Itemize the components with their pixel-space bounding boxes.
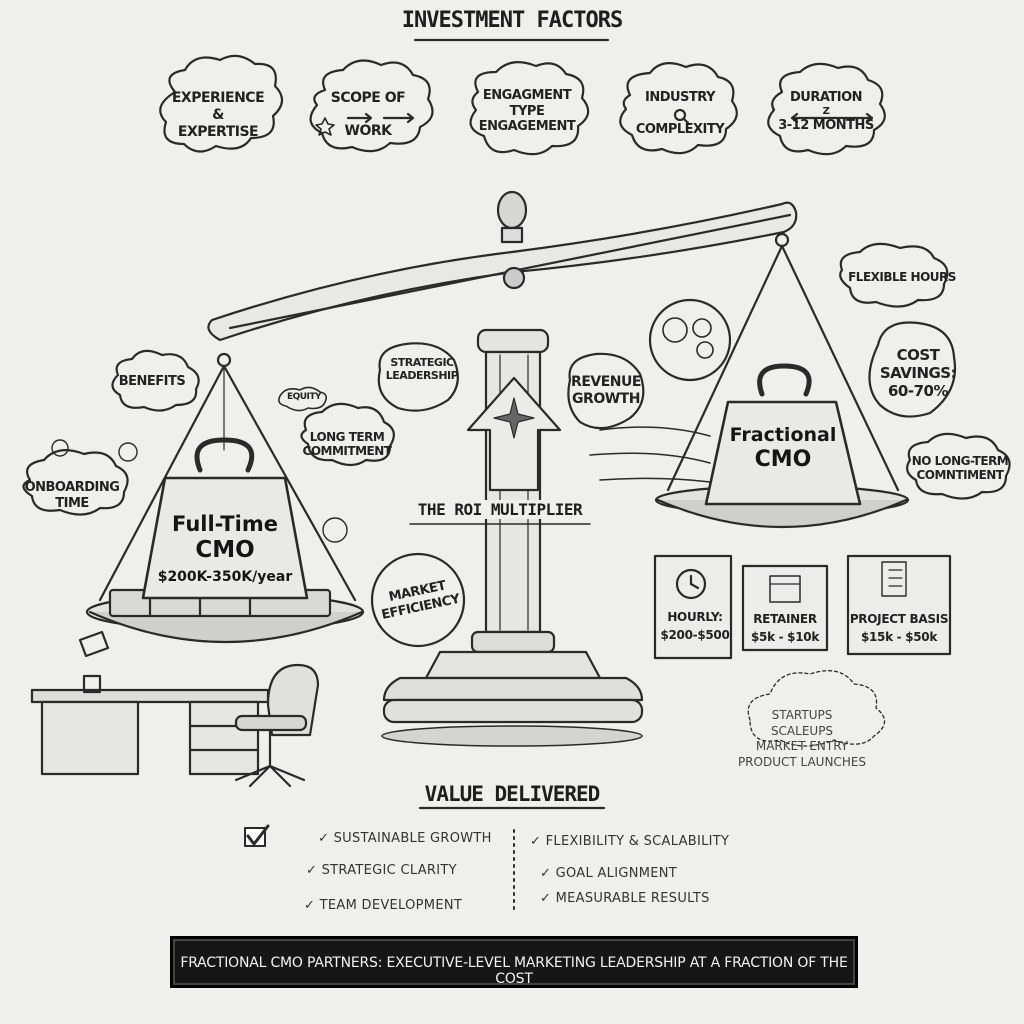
- no-long-line2: COMNTIMENT: [916, 468, 1004, 483]
- cost-line3: 60-70%: [887, 382, 949, 400]
- page-title: INVESTMENT FACTORS: [401, 8, 623, 33]
- factor-duration-line3: 3-12 MONTHS: [778, 117, 874, 133]
- factor-duration-line2: Z: [822, 105, 830, 117]
- pricing-retainer-label: RETAINER: [753, 612, 817, 626]
- strategic-line2: LEADERSHIP: [385, 369, 459, 383]
- factor-engagement-line1: ENGAGMENT: [482, 88, 572, 103]
- long-term-line1: LONG TERM: [309, 430, 385, 444]
- onboarding-line1: ONBOARDING: [24, 480, 120, 495]
- revenue-growth-bubble: REVENUE GROWTH: [566, 374, 646, 408]
- factor-experience-line2: &: [212, 106, 224, 123]
- long-term-line2: COMMITMENT: [302, 444, 392, 459]
- audience-startups: STARTUPS: [771, 708, 833, 722]
- cost-line2: SAVINGS:: [879, 364, 957, 382]
- value-sustainable-growth: ✓ SUSTAINABLE GROWTH: [318, 831, 492, 846]
- audience-product-launches: PRODUCT LAUNCHES: [737, 754, 867, 769]
- fulltime-weight-label: Full-Time CMO $200K-350K/year: [150, 512, 300, 586]
- factor-experience-line1: EXPERIENCE: [171, 90, 265, 106]
- pricing-project-value: $15k - $50k: [860, 630, 938, 645]
- footer-banner: FRACTIONAL CMO PARTNERS: EXECUTIVE-LEVEL…: [170, 936, 858, 988]
- revenue-line2: GROWTH: [572, 390, 640, 407]
- factor-industry-line1: INDUSTRY: [644, 90, 716, 105]
- roi-multiplier-label: THE ROI MULTIPLIER: [410, 500, 590, 520]
- value-goal-alignment: ✓ GOAL ALIGNMENT: [540, 866, 678, 881]
- no-long-line1: NO LONG-TERM: [911, 454, 1009, 468]
- pricing-project-label: PROJECT BASIS: [849, 612, 949, 626]
- pricing-retainer-value: $5k - $10k: [750, 630, 820, 645]
- pricing-card-hourly: HOURLY: $200-$500: [655, 610, 735, 643]
- factor-engagement-line3: ENGAGEMENT: [478, 119, 576, 135]
- factor-scope-line1: SCOPE OF: [330, 90, 406, 106]
- factor-engagement: ENGAGMENT TYPE ENGAGEMENT: [474, 88, 580, 135]
- factor-duration: DURATION Z 3-12 MONTHS: [774, 90, 878, 133]
- flexible-hours-bubble: FLEXIBLE HOURS: [848, 270, 956, 284]
- equity-bubble: EQUITY: [286, 392, 322, 402]
- onboarding-bubble: ONBOARDING TIME: [18, 480, 126, 511]
- fractional-line1: Fractional: [729, 424, 837, 446]
- value-measurable-results: ✓ MEASURABLE RESULTS: [540, 891, 710, 906]
- no-long-term-bubble: NO LONG-TERM COMNTIMENT: [908, 454, 1012, 483]
- footer-banner-text: FRACTIONAL CMO PARTNERS: EXECUTIVE-LEVEL…: [180, 955, 848, 987]
- audience-market-entry: MARKET ENTRY: [755, 739, 849, 754]
- factor-cloud-industry-icon: [619, 62, 738, 155]
- factor-cloud-scope-icon: [309, 59, 434, 153]
- value-delivered-title: VALUE DELIVERED: [424, 782, 601, 806]
- fulltime-price: $200K-350K/year: [157, 568, 293, 585]
- pricing-hourly-label: HOURLY:: [667, 610, 723, 624]
- value-strategic-clarity: ✓ STRATEGIC CLARITY: [306, 863, 457, 878]
- value-flexibility: ✓ FLEXIBILITY & SCALABILITY: [530, 834, 730, 849]
- long-term-bubble: LONG TERM COMMITMENT: [302, 430, 392, 459]
- revenue-line1: REVENUE: [571, 374, 641, 390]
- pricing-card-project: PROJECT BASIS $15k - $50k: [848, 612, 950, 645]
- factor-experience: EXPERIENCE & EXPERTISE: [165, 90, 271, 140]
- pricing-card-retainer: RETAINER $5k - $10k: [743, 612, 827, 645]
- factor-scope-line2: WORK: [344, 122, 392, 139]
- pricing-hourly-value: $200-$500: [660, 628, 730, 643]
- factor-engagement-line2: TYPE: [509, 103, 545, 119]
- fractional-weight-label: Fractional CMO: [718, 424, 848, 473]
- benefits-bubble: BENEFITS: [118, 374, 186, 389]
- fractional-line2: CMO: [754, 446, 812, 472]
- cost-savings-bubble: COST SAVINGS: 60-70%: [876, 346, 960, 400]
- cost-line1: COST: [896, 346, 940, 364]
- onboarding-line2: TIME: [55, 495, 89, 511]
- audience-list: STARTUPS SCALEUPS MARKET ENTRY PRODUCT L…: [720, 708, 884, 770]
- factor-duration-line1: DURATION: [789, 90, 863, 105]
- factor-industry: INDUSTRY COMPLEXITY: [624, 90, 736, 137]
- strategic-leadership-bubble: STRATEGIC LEADERSHIP: [380, 356, 464, 382]
- factor-cloud-duration-icon: [767, 62, 886, 156]
- factor-cloud-engagement-icon: [469, 61, 590, 156]
- fulltime-line2: CMO: [195, 537, 255, 564]
- factor-experience-line3: EXPERTISE: [177, 123, 259, 140]
- value-team-development: ✓ TEAM DEVELOPMENT: [304, 898, 463, 913]
- factor-industry-line2: COMPLEXITY: [635, 121, 725, 137]
- strategic-line1: STRATEGIC: [390, 356, 454, 369]
- factor-scope: SCOPE OF WORK: [315, 90, 421, 140]
- factor-cloud-experience-icon: [159, 54, 284, 153]
- fulltime-line1: Full-Time: [172, 512, 278, 536]
- audience-scaleups: SCALEUPS: [770, 723, 834, 738]
